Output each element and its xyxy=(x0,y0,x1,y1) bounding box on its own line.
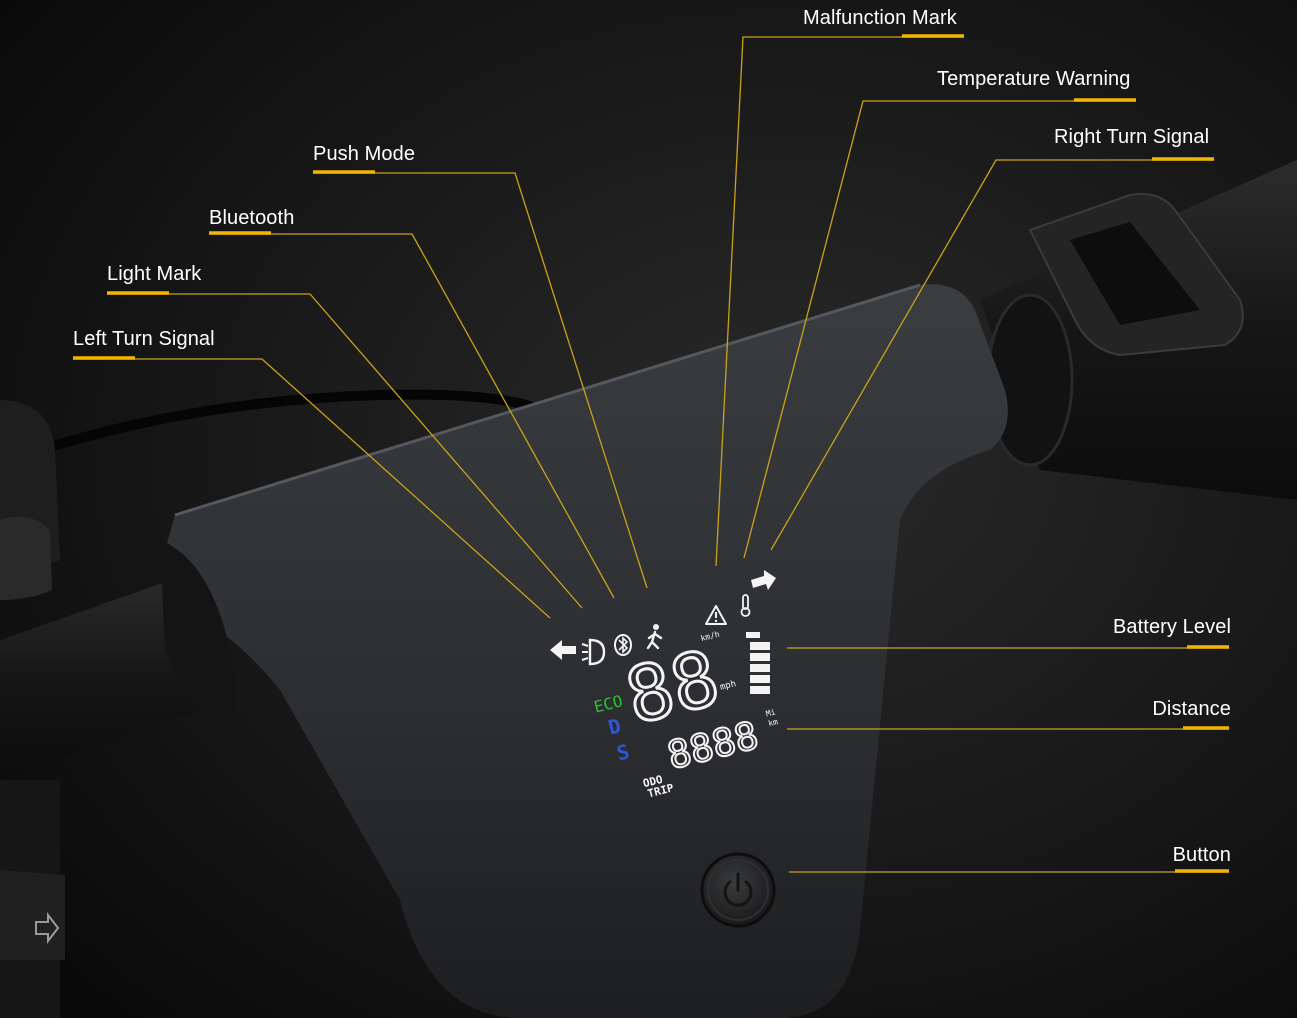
leader-left-turn xyxy=(73,358,551,619)
callout-temperature-warning: Temperature Warning xyxy=(937,68,1131,90)
mode-d: D xyxy=(606,714,623,740)
callout-light-mark: Light Mark xyxy=(107,263,202,285)
bluetooth-icon xyxy=(614,634,632,656)
leader-lines xyxy=(73,36,1229,873)
power-icon xyxy=(723,872,753,907)
right-arrow-icon xyxy=(751,570,776,590)
switch-arrow-icon xyxy=(35,912,60,944)
callout-distance: Distance xyxy=(1152,698,1231,720)
leader-right-turn xyxy=(770,159,1214,551)
leader-bluetooth xyxy=(209,233,615,599)
callout-bluetooth: Bluetooth xyxy=(209,207,295,229)
distance-unit-bottom: km xyxy=(767,717,779,728)
hook-opening xyxy=(1070,222,1200,325)
callout-left-turn-signal: Left Turn Signal xyxy=(73,328,215,350)
callout-right-turn-signal: Right Turn Signal xyxy=(1054,126,1210,148)
warning-triangle-icon xyxy=(705,605,727,625)
mode-s: S xyxy=(614,739,631,765)
thermometer-icon xyxy=(740,594,751,617)
accent-underlines xyxy=(73,34,1229,873)
leader-push-mode xyxy=(313,172,648,589)
callout-push-mode: Push Mode xyxy=(313,143,416,165)
power-button[interactable] xyxy=(700,852,776,928)
left-switch-panel xyxy=(0,870,65,960)
odo-label: ODO xyxy=(642,773,665,791)
speed-unit-bottom: mph xyxy=(719,679,737,693)
panel-top-edge xyxy=(174,283,921,517)
leader-temperature xyxy=(743,100,1136,559)
left-collar xyxy=(160,540,235,760)
callout-button: Button xyxy=(1172,844,1231,866)
callout-battery-level: Battery Level xyxy=(1112,616,1231,638)
walking-person-icon xyxy=(646,624,663,650)
battery-icon xyxy=(746,632,770,694)
left-trigger xyxy=(0,516,52,600)
left-arrow-icon xyxy=(550,640,576,660)
callout-malfunction-mark: Malfunction Mark xyxy=(803,7,957,29)
headlight-icon xyxy=(581,638,606,666)
distance-unit-top: Mi xyxy=(765,707,777,718)
leader-malfunction xyxy=(715,36,964,567)
leader-light xyxy=(107,293,583,609)
cable xyxy=(38,389,543,455)
trip-label: TRIP xyxy=(646,781,675,800)
